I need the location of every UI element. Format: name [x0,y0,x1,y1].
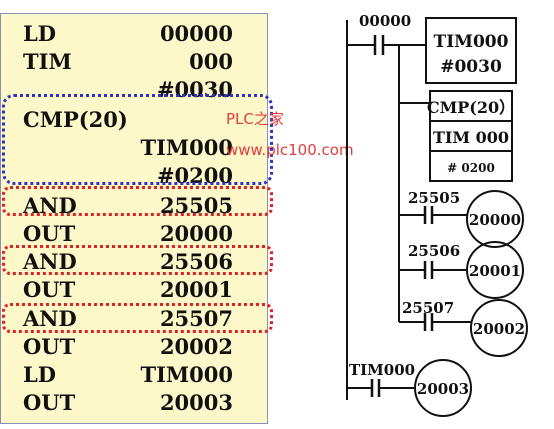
and-25505-highlight [2,186,273,216]
instruction-operand: 000 [189,49,233,74]
output-coil [466,241,524,299]
compare-name-label: CMP(20） [427,98,515,117]
instruction-opcode: LD [23,362,56,387]
cmp-block-highlight [2,94,273,185]
compare-operand1-label: TIM 000 [433,128,509,147]
and-25507-highlight [2,303,273,333]
contact-input-label: 00000 [359,12,411,30]
instruction-row: AND 25507 [1,305,269,333]
instruction-operand: 25507 [159,306,233,331]
instruction-row: TIM000 [1,134,269,162]
instruction-row: LD TIM000 [1,361,269,389]
flag-label: 25506 [408,242,460,260]
watermark-name: PLC之家 [226,110,284,128]
coil-label: 20000 [469,211,521,229]
timer-block [425,17,517,84]
instruction-operand: 20002 [159,334,233,359]
output-coil [414,359,472,417]
instruction-opcode: OUT [23,390,76,415]
instruction-operand: 00000 [159,21,233,46]
instruction-row: OUT 20001 [1,276,269,304]
instruction-row: OUT 20000 [1,220,269,248]
timer-name-label: TIM000 [434,32,509,52]
instruction-operand: 20001 [159,277,233,302]
instruction-operand: 20003 [159,390,233,415]
instruction-opcode: LD [23,21,56,46]
instruction-opcode: AND [23,249,77,274]
output-coil [470,299,528,357]
instruction-operand: #0030 [156,77,233,102]
flag-label: 25507 [402,299,454,317]
flag-label: 25505 [408,189,460,207]
instruction-row: OUT 20003 [1,389,269,417]
coil-label: 20001 [469,262,521,280]
compare-operand2-label: # 0200 [447,161,495,175]
instruction-row: TIM 000 [1,48,269,76]
output-coil [466,190,524,248]
contact-timer-label: TIM000 [349,361,415,379]
instruction-operand: TIM000 [140,362,233,387]
coil-label: 20002 [473,320,525,338]
and-25506-highlight [2,245,273,275]
instruction-row: CMP(20) [1,106,269,134]
instruction-opcode: OUT [23,221,76,246]
instruction-row: AND 25506 [1,248,269,276]
statement-list-panel: LD 00000 TIM 000 #0030 CMP(20) TIM000 #0… [0,13,268,424]
instruction-operand: 20000 [159,221,233,246]
instruction-opcode: TIM [23,49,72,74]
instruction-opcode: AND [23,306,77,331]
instruction-opcode: CMP(20) [23,107,128,132]
watermark-url: www.plc100.com [226,141,354,159]
instruction-row: OUT 20002 [1,333,269,361]
instruction-row: LD 00000 [1,20,269,48]
compare-block [429,90,513,182]
instruction-operand: TIM000 [140,135,233,160]
coil-label: 20003 [417,380,469,398]
timer-preset-label: #0030 [440,57,502,77]
instruction-opcode: OUT [23,277,76,302]
instruction-row: #0030 [1,76,269,104]
instruction-operand: 25506 [159,249,233,274]
instruction-opcode: OUT [23,334,76,359]
